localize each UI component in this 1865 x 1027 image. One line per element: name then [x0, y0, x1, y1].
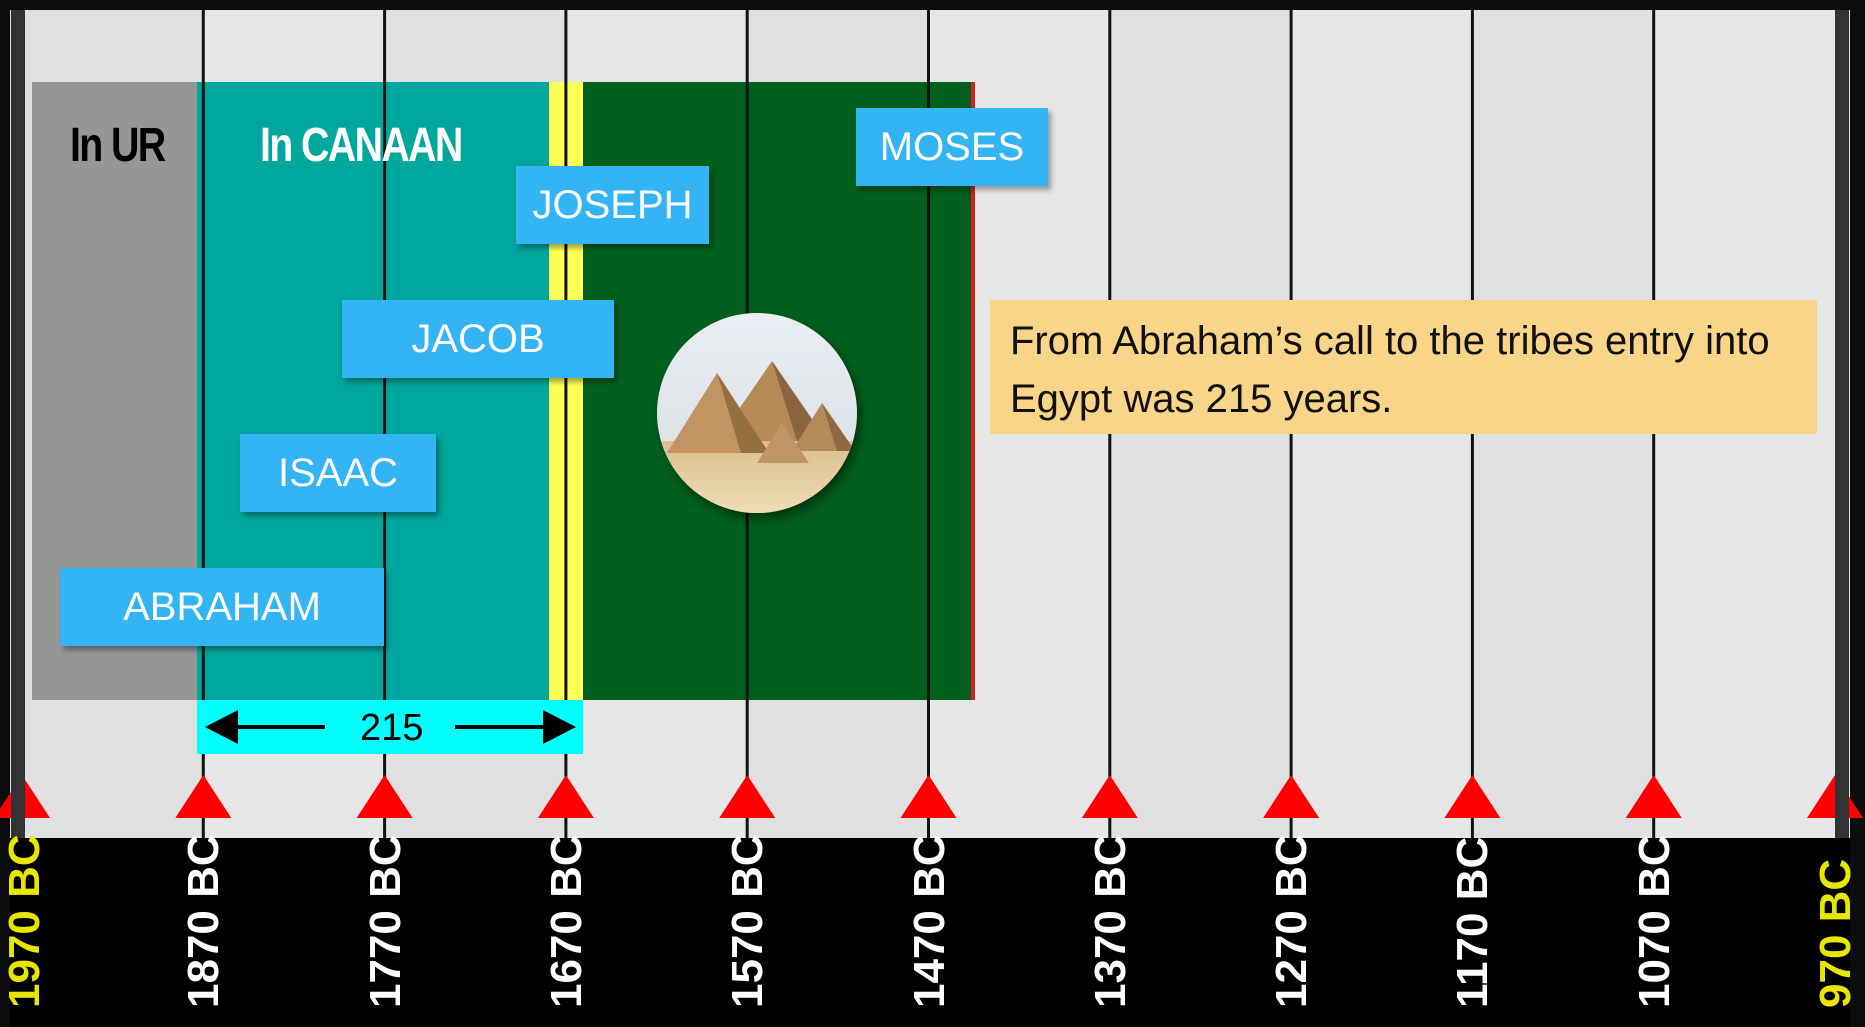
year-marker: [175, 775, 232, 818]
year-label: 1970 BC: [0, 834, 49, 1008]
person-moses: MOSES: [856, 108, 1048, 186]
year-marker: [1081, 775, 1138, 818]
year-label: 1070 BC: [1629, 834, 1679, 1008]
person-isaac: ISAAC: [240, 434, 436, 512]
year-marker: [1263, 775, 1320, 818]
year-marker: [719, 775, 776, 818]
year-label: 970 BC: [1811, 858, 1860, 1008]
year-marker: [1625, 775, 1682, 818]
year-axis-band: [10, 838, 1850, 1027]
year-marker: [537, 775, 594, 818]
year-label: 1770 BC: [360, 834, 410, 1008]
region-label-ur: In UR: [70, 119, 166, 172]
span-arrow: [197, 700, 583, 754]
year-label: 1170 BC: [1448, 836, 1498, 1008]
person-jacob: JACOB: [342, 300, 614, 378]
span-arrow-left-head: [205, 710, 238, 744]
year-marker: [356, 775, 413, 818]
year-label: 1470 BC: [904, 834, 954, 1008]
person-joseph: JOSEPH: [516, 166, 709, 244]
year-label: 1670 BC: [541, 834, 591, 1008]
note-box: From Abraham’s call to the tribes entry …: [990, 300, 1817, 434]
year-label: 1870 BC: [179, 834, 229, 1008]
year-marker: [900, 775, 957, 818]
year-label: 1570 BC: [723, 834, 773, 1008]
year-label: 1370 BC: [1085, 834, 1135, 1008]
span-arrow-right-head: [543, 710, 576, 744]
person-abraham: ABRAHAM: [60, 568, 384, 646]
year-marker: [1444, 775, 1501, 818]
pyramids-image: [657, 313, 857, 513]
span-value: 215: [360, 707, 424, 749]
region-label-canaan: In CANAAN: [260, 119, 463, 172]
year-label: 1270 BC: [1267, 834, 1317, 1008]
